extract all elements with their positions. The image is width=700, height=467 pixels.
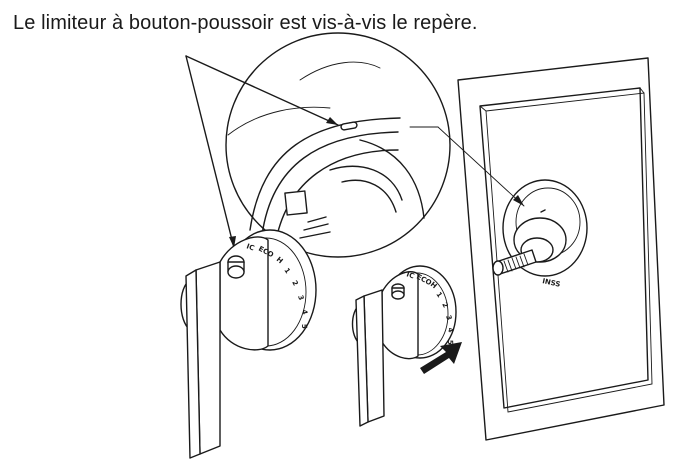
scale-left-1: 1 [282,267,291,276]
scale-right-h: H [429,280,439,290]
svg-text:INSS: INSS [542,277,561,289]
scale-left-3: 3 [296,294,305,301]
svg-text:2: 2 [290,279,299,287]
svg-text:1: 1 [282,267,291,276]
scale-right-1: 1 [434,291,443,300]
instruction-caption: Le limiteur à bouton-poussoir est vis-à-… [13,12,478,34]
scale-left-2: 2 [290,279,299,287]
scale-left-h: H [275,255,285,265]
svg-text:5: 5 [300,324,308,329]
insertion-arrow-icon [420,342,462,374]
handle-assembly-left: IC ECO H 1 2 3 4 5 [180,229,317,459]
svg-text:2: 2 [440,301,449,309]
svg-text:5: 5 [446,340,454,345]
svg-text:H: H [275,255,285,265]
threaded-spindle [492,249,537,276]
svg-text:IC: IC [245,242,255,252]
handle-assembly-right: IC ECO H 1 2 3 4 5 [351,265,457,427]
svg-text:IC: IC [405,270,415,280]
svg-text:4: 4 [300,309,309,315]
scale-right-ic: IC [405,270,415,280]
scale-right-3: 3 [444,314,453,321]
scale-right-2: 2 [440,301,449,309]
scale-left-4: 4 [300,309,309,315]
detail-magnifier [225,32,451,258]
scale-right-5: 5 [446,340,454,345]
scale-right-4: 4 [446,327,455,333]
scale-left-5: 5 [300,324,308,329]
pushbutton-limiter-detail [340,121,358,131]
svg-text:H: H [429,280,439,290]
svg-text:3: 3 [444,314,453,321]
callout-leaders [185,55,339,249]
scale-left-ic: IC [245,242,255,252]
svg-text:3: 3 [296,294,305,301]
svg-text:1: 1 [434,291,443,300]
svg-text:4: 4 [446,327,455,333]
